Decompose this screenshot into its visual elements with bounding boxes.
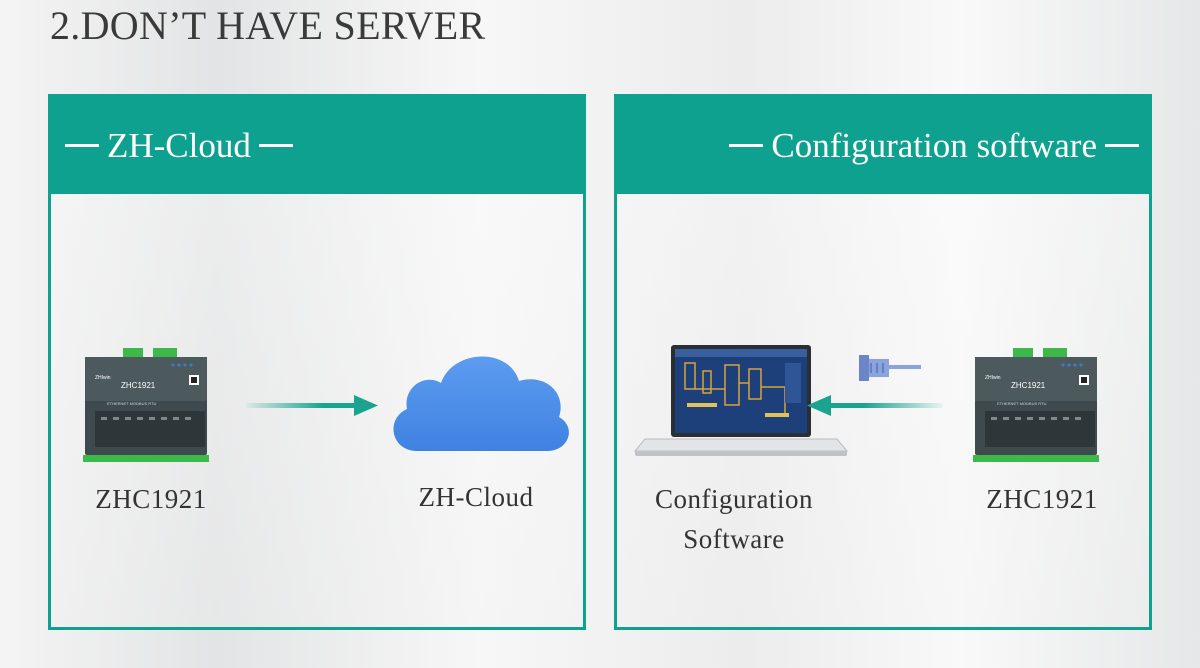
header-dash-left [729, 144, 764, 147]
brand-text: ZHIwin [985, 375, 1001, 381]
header-dash-right [1105, 144, 1139, 147]
zh-cloud-panel-title: ZH-Cloud [107, 125, 251, 165]
cloud-icon [393, 356, 569, 451]
serial-connector-icon [859, 355, 921, 381]
zh-cloud-panel: ZH-Cloud ZHIwin ZHC1921 ETHERNET MODBUS … [48, 94, 586, 630]
left-device-caption: ZHC1921 [95, 484, 207, 514]
header-dash-left [65, 144, 99, 147]
software-caption: Configuration Software [617, 479, 851, 559]
status-leds [1061, 363, 1083, 367]
terminal-block-top [123, 348, 177, 357]
zh-cloud-panel-header: ZH-Cloud [51, 97, 583, 194]
laptop-icon [633, 345, 849, 456]
model-text: ZHC1921 [1011, 381, 1046, 390]
right-device-caption: ZHC1921 [986, 484, 1098, 514]
status-leds [171, 363, 193, 367]
relay-module-icon: ZHIwin ZHC1921 ETHERNET MODBUS RTU [83, 348, 209, 462]
header-dash-right [258, 144, 293, 147]
configuration-panel-header: Configuration software [617, 97, 1149, 194]
relay-module-icon: ZHIwin ZHC1921 ETHERNET MODBUS RTU [973, 348, 1099, 462]
model-text: ZHC1921 [121, 381, 156, 390]
cloud-caption: ZH-Cloud [418, 482, 534, 512]
configuration-panel-title: Configuration software [771, 125, 1097, 165]
terminal-block-top [1013, 348, 1067, 357]
software-caption-line1: Configuration [655, 484, 813, 514]
bus-text: ETHERNET MODBUS RTU [997, 401, 1047, 406]
terminal-block-bottom [83, 455, 209, 462]
terminal-block-bottom [973, 455, 1099, 462]
bus-text: ETHERNET MODBUS RTU [107, 401, 157, 406]
page-title: 2.DON’T HAVE SERVER [50, 3, 486, 48]
brand-text: ZHIwin [95, 375, 111, 381]
arrow-right-icon [246, 395, 378, 416]
configuration-software-panel: Configuration software Configuration Sof… [614, 94, 1152, 630]
arrow-left-icon [807, 395, 943, 416]
software-caption-line2: Software [683, 524, 785, 554]
